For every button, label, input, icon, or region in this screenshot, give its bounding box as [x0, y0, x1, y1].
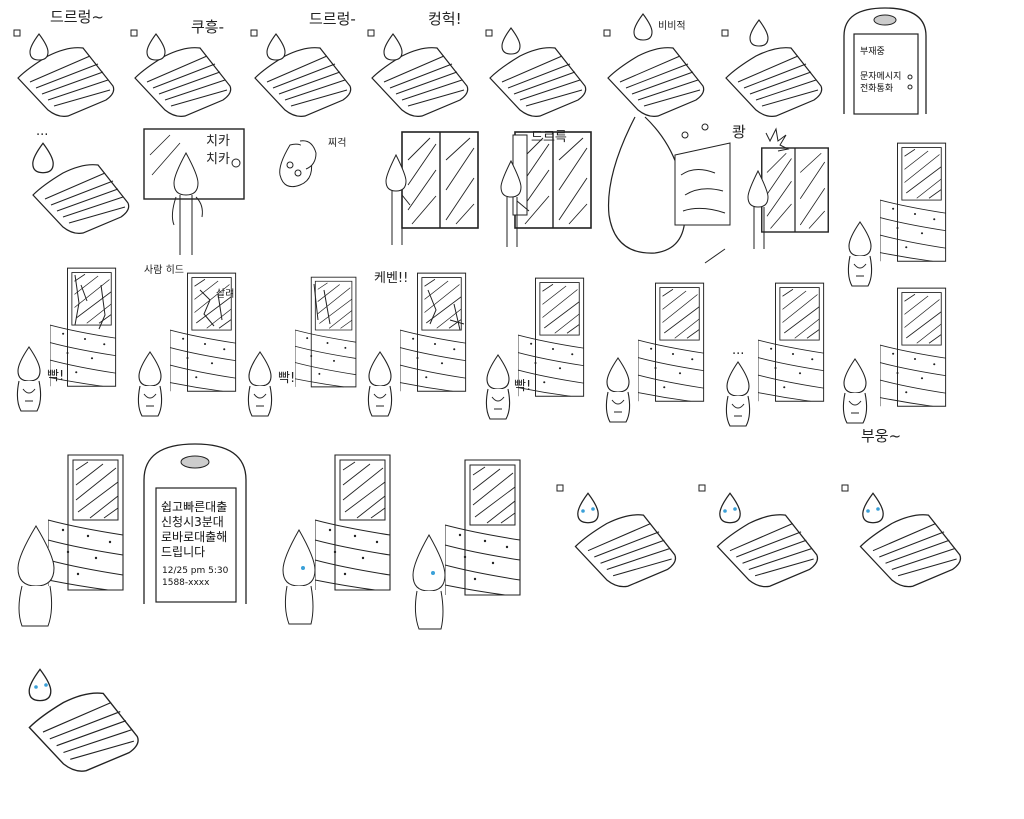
- panel-14: [605, 115, 731, 264]
- panel-2: 쿠흥-: [125, 8, 240, 123]
- panel-19: 빡!: [240, 260, 360, 430]
- bed-drawing: [250, 29, 352, 118]
- panel-4: 컹헉!: [362, 8, 477, 123]
- panel-5: [480, 8, 595, 123]
- panel-caption: 드르렁-: [309, 10, 356, 28]
- panel-9: ...: [8, 125, 133, 240]
- panel-22: [598, 270, 708, 435]
- bed-drawing: [28, 668, 139, 772]
- sms-number: 1588-xxxx: [162, 578, 210, 588]
- panel-caption: 드르렁~: [50, 8, 104, 26]
- bed-drawing: [485, 27, 587, 118]
- bed-drawing: [841, 484, 962, 588]
- call-status: 부재중: [860, 47, 885, 57]
- sitting-by-ward: [485, 277, 585, 420]
- bed-drawing: [721, 19, 823, 118]
- panel-caption: ...: [732, 343, 745, 358]
- bed-drawing: [130, 29, 232, 118]
- panel-30: [697, 475, 822, 600]
- panel-1: 드르렁~: [8, 8, 118, 123]
- panel-7: [716, 8, 831, 123]
- panel-caption: 케벤!!: [374, 271, 409, 286]
- sms-datetime: 12/25 pm 5:30: [162, 566, 229, 576]
- panel-caption: 치카: [206, 134, 230, 149]
- panel-27: [275, 430, 395, 630]
- panel-21: 빡!: [478, 265, 588, 430]
- panel-caption: 빡!: [514, 379, 532, 394]
- sitting-by-ward: [16, 267, 117, 412]
- closeup-outside-scene: [607, 116, 731, 264]
- panel-23: ...: [718, 270, 828, 440]
- panel-24: 부웅~: [835, 275, 950, 455]
- panel-31: [840, 475, 965, 600]
- phone-menu-sms: 문자메시지: [860, 72, 902, 82]
- panel-caption: 찌걱: [328, 138, 347, 149]
- panel-caption: 비비적: [658, 21, 686, 32]
- panel-17: 빡!: [5, 255, 120, 420]
- panel-caption: 빡!: [278, 371, 296, 386]
- panel-caption: 사람 히드: [144, 265, 184, 276]
- panel-caption: 부웅~: [861, 427, 902, 445]
- sitting-by-ward: [605, 282, 705, 423]
- bed-drawing: [698, 484, 819, 588]
- panel-caption: 쿠흥-: [191, 18, 225, 36]
- panel-caption-2: 살려: [216, 289, 235, 300]
- phone-icon: [143, 443, 247, 604]
- phone-sms-panel: 쉽고빠른대출 신청시3분대 로바로대출해 드립니다 12/25 pm 5:30 …: [140, 440, 250, 605]
- panel-15: 쾅: [732, 125, 835, 250]
- panel-29: [555, 475, 680, 600]
- window-opening-scene: [500, 131, 592, 247]
- sitting-by-ward: [137, 272, 237, 417]
- bed-drawing: [32, 142, 130, 234]
- bed-drawing: [367, 29, 469, 118]
- panel-6: 비비적: [598, 8, 713, 123]
- panel-11: 찌걱: [270, 135, 370, 195]
- sitting-by-ward: [17, 454, 124, 627]
- sms-body: 쉽고빠른대출 신청시3분대 로바로대출해 드립니다: [161, 500, 228, 559]
- sitting-by-ward: [282, 454, 391, 625]
- panel-3: 드르렁-: [245, 8, 360, 123]
- bed-drawing: [556, 484, 677, 588]
- bed-drawing: [13, 29, 115, 118]
- mirror-scene: [143, 128, 245, 255]
- panel-18: 사람 히드 살려: [130, 260, 240, 430]
- panel-20: 케벤!!: [360, 260, 470, 430]
- panel-25: [8, 430, 128, 630]
- phone-missed-call-panel: 부재중 문자메시지 전화통화: [840, 6, 930, 116]
- window-slam-scene: [747, 127, 829, 249]
- face-wash-drawing: [279, 140, 317, 188]
- panel-caption: ...: [36, 124, 49, 139]
- panel-caption: 빡!: [47, 369, 65, 384]
- phone-menu-call: 전화통화: [860, 84, 894, 94]
- bed-drawing: [603, 13, 705, 118]
- panel-caption-2: 치카: [206, 152, 230, 167]
- panel-13: 드르륵: [495, 125, 595, 250]
- panel-28: [405, 435, 525, 635]
- panel-32: [8, 655, 143, 785]
- sitting-by-ward: [412, 459, 521, 630]
- sitting-by-ward: [367, 272, 467, 417]
- panel-10: 치카 치카: [140, 125, 250, 255]
- window-scene: [385, 131, 479, 245]
- panel-caption: 드르륵: [531, 130, 567, 145]
- panel-12: [380, 125, 480, 250]
- panel-caption: 컹헉!: [428, 10, 462, 28]
- phone-icon: [843, 7, 927, 115]
- panel-caption: 쾅: [732, 123, 746, 141]
- sitting-by-ward: [247, 276, 357, 417]
